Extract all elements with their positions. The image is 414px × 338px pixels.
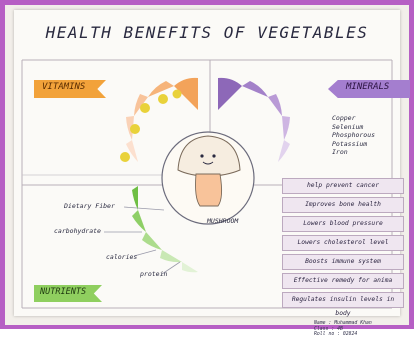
- vitamin-smiley: [158, 94, 168, 104]
- benefit-item: Lowers cholesterol level: [282, 235, 404, 251]
- minerals-label: MINERALS: [346, 82, 390, 92]
- mineral-item: Copper: [332, 114, 356, 122]
- nutrient-petal: [160, 250, 182, 263]
- poster-title: HEALTH BENEFITS OF VEGETABLES: [45, 23, 369, 42]
- vitamin-smiley: [120, 152, 130, 162]
- vitamin-petal: [174, 77, 198, 110]
- benefit-item: Improves bone health: [282, 197, 404, 213]
- mushroom-eye-right: [212, 154, 216, 158]
- vitamins-ribbon: VITAMINS: [34, 80, 106, 98]
- mineral-petal: [242, 81, 268, 97]
- mushroom-stem: [195, 173, 223, 207]
- mineral-petal: [278, 140, 290, 162]
- nutrient-petal: [142, 232, 162, 250]
- vitamin-smiley: [140, 103, 150, 113]
- vitamin-petal: [148, 81, 174, 97]
- minerals-list: Copper Selenium Phosphorous Potassium Ir…: [332, 114, 375, 157]
- vitamins-label: VITAMINS: [42, 82, 86, 92]
- benefit-item: Boosts immune system: [282, 254, 404, 270]
- mineral-item: Potassium: [332, 139, 368, 148]
- poster-drawing: [21, 59, 393, 309]
- benefit-item: help prevent cancer: [282, 178, 404, 194]
- mineral-item: Phosphorous: [332, 131, 376, 139]
- mushroom-eye-left: [200, 154, 204, 158]
- nutrient-item: Dietary Fiber: [64, 202, 115, 210]
- mineral-petal: [268, 94, 282, 116]
- benefit-item: Regulates insulin levels in body: [282, 292, 404, 317]
- nutrient-item: carbohydrate: [54, 227, 101, 235]
- mineral-petal: [282, 116, 290, 140]
- nutrients-ribbon: NUTRIENTS: [34, 285, 102, 302]
- nutrients-label: NUTRIENTS: [40, 287, 87, 297]
- nutrient-item: calories: [106, 253, 138, 261]
- nutrient-petal: [132, 210, 146, 232]
- poster-sheet: HEALTH BENEFITS OF VEGETABLES VITAMINS M…: [14, 10, 410, 337]
- author-roll: Roll no : 02824: [314, 332, 358, 338]
- nutrient-petal: [182, 262, 198, 273]
- mineral-item: Iron: [332, 148, 348, 156]
- minerals-ribbon: MINERALS: [328, 80, 410, 98]
- benefit-item: Lowers blood pressure: [282, 216, 404, 232]
- mushroom-label: MUSHROOM: [207, 217, 239, 225]
- mineral-item: Selenium: [332, 122, 364, 131]
- vitamin-smiley: [130, 124, 140, 134]
- mineral-petal: [218, 77, 242, 110]
- mushroom-smile: [202, 161, 214, 165]
- nutrient-petal: [132, 186, 138, 210]
- nutrient-item: protein: [140, 270, 168, 278]
- vitamin-petal: [126, 140, 138, 162]
- author-name: Name : Muhammad Khan: [314, 321, 372, 326]
- vitamin-petal: [126, 116, 134, 140]
- vitamin-smiley: [172, 89, 182, 99]
- benefit-item: Effective remedy for anima: [282, 273, 404, 289]
- author-note: Name : Muhammad Khan Class : 4B Roll no …: [314, 321, 372, 338]
